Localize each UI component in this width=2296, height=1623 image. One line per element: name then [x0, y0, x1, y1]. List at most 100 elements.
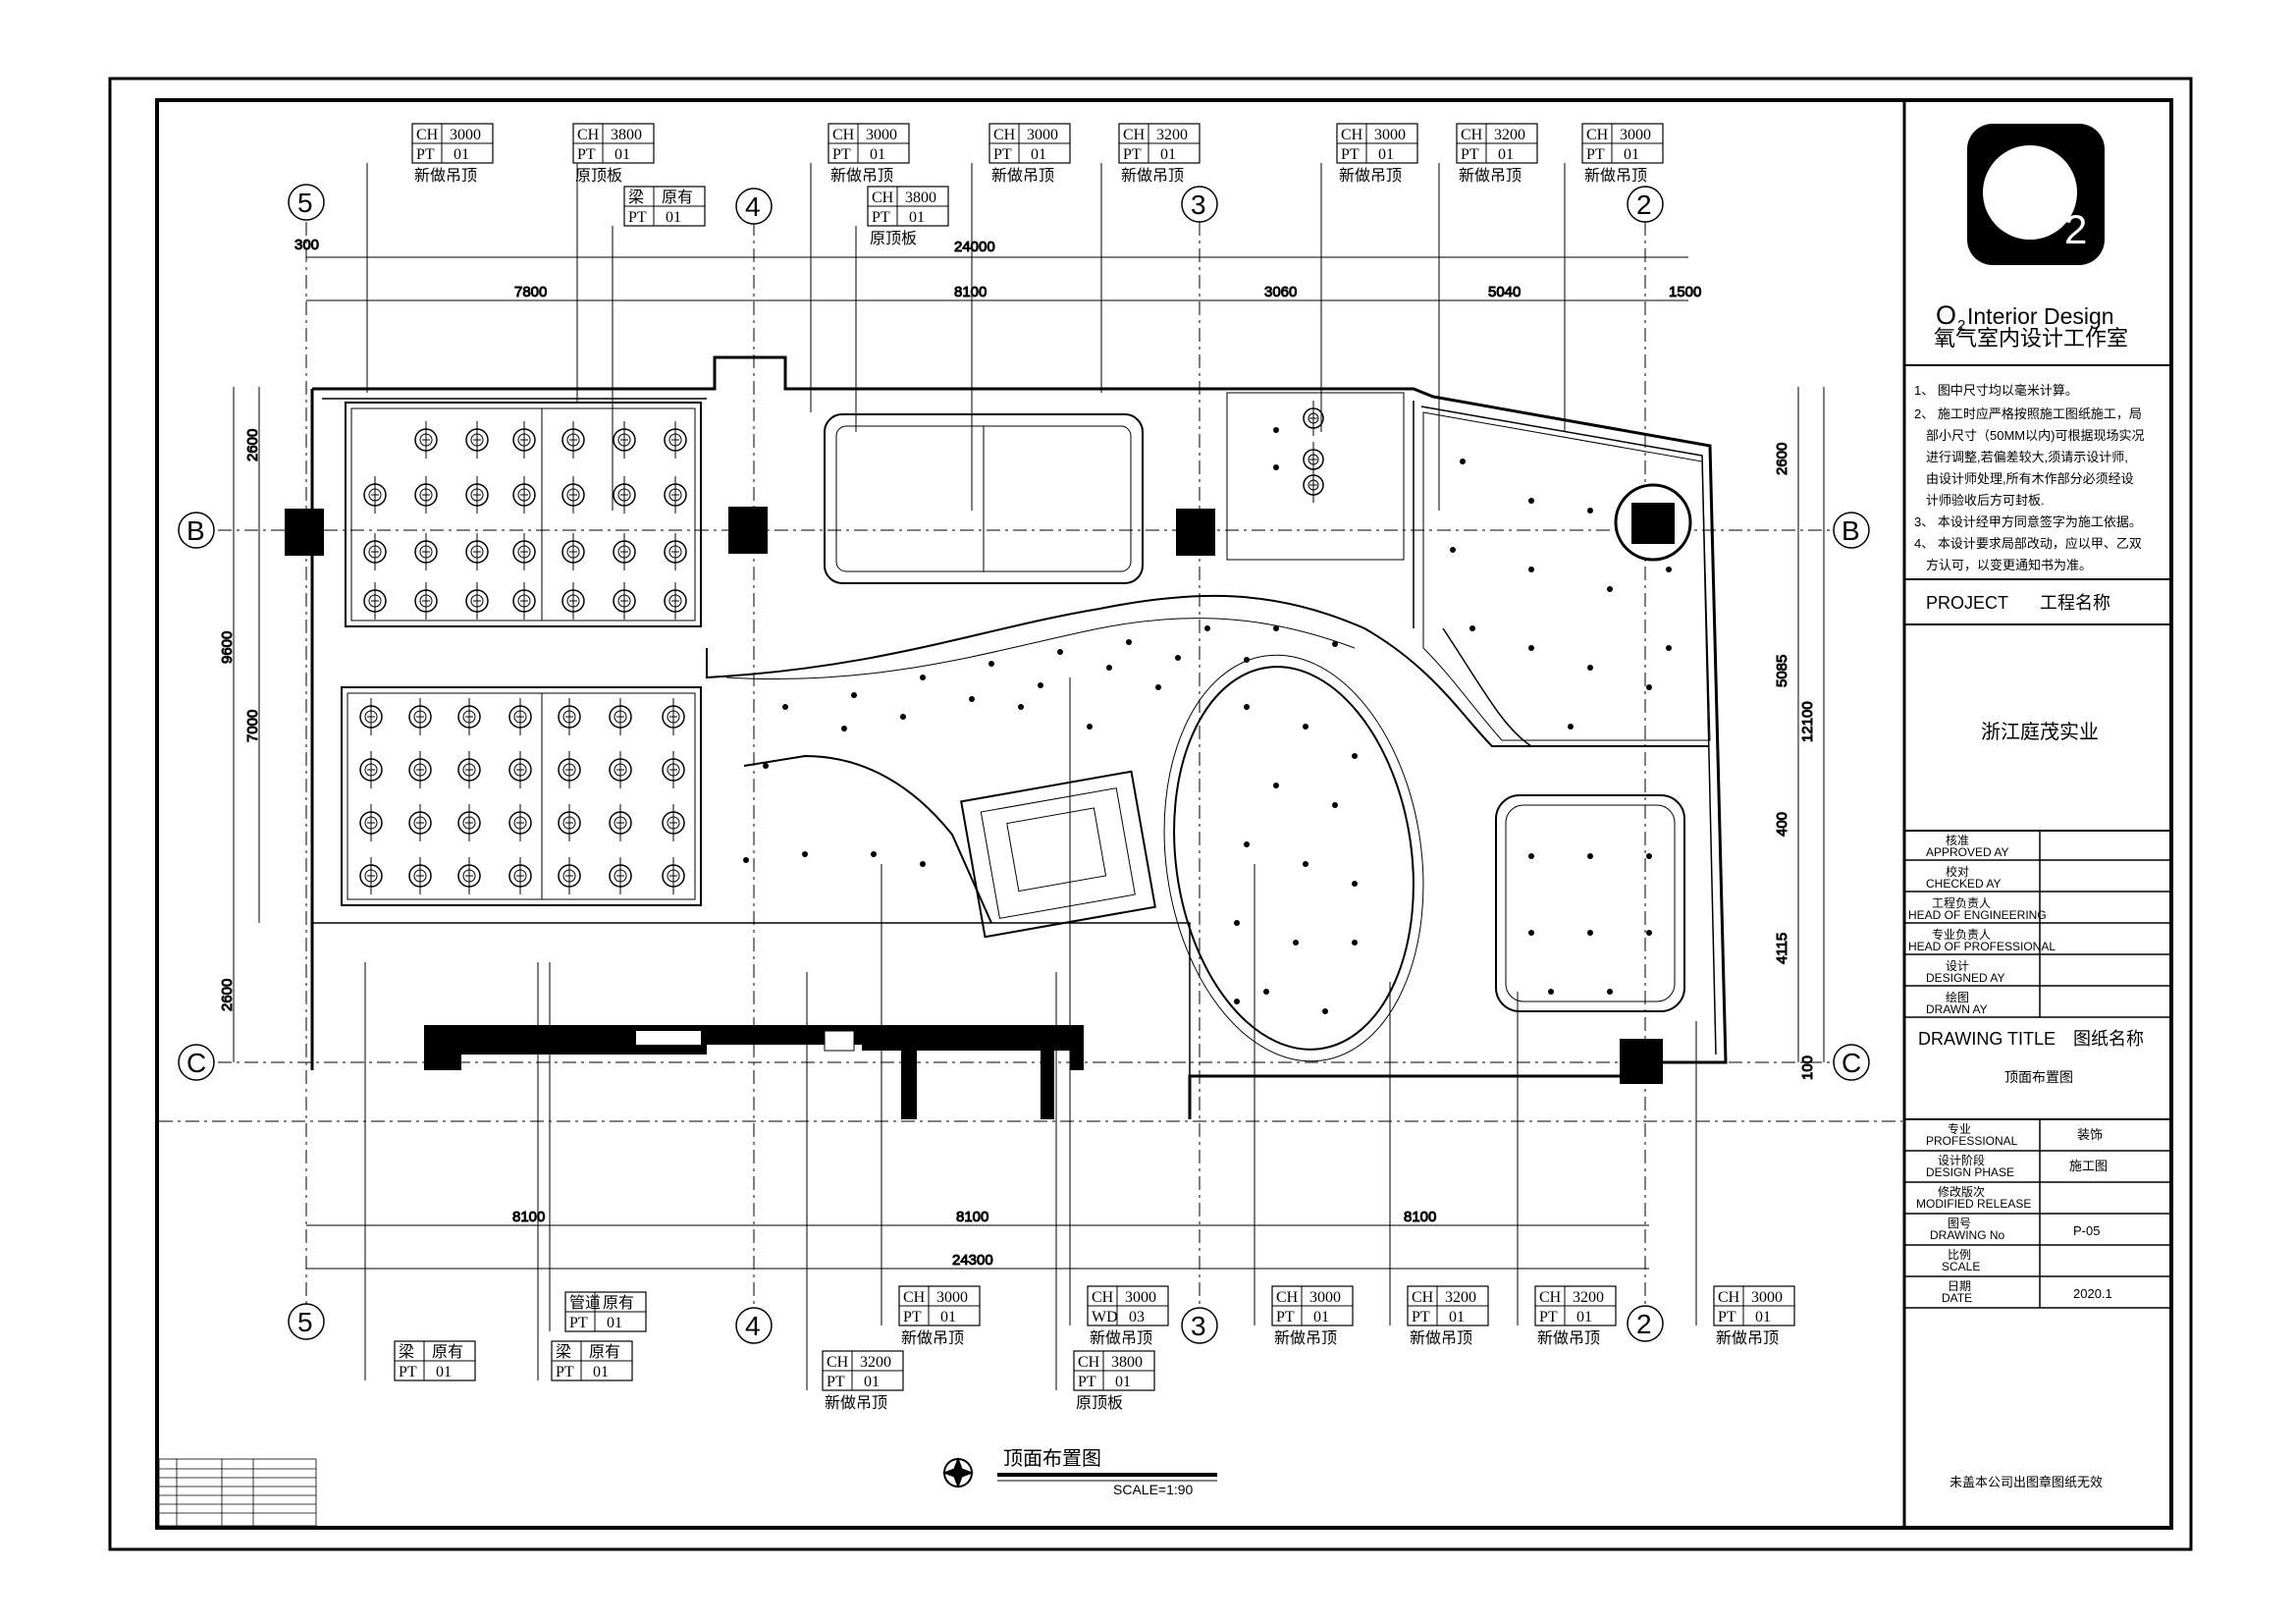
- tag-key: PT: [1586, 146, 1605, 163]
- ceiling-lamp-icon: [561, 421, 585, 459]
- tag-key: PT: [628, 209, 647, 226]
- ceiling-lamp-icon: [662, 751, 685, 788]
- downlight-icon: [1460, 459, 1466, 464]
- downlight-icon: [1273, 427, 1279, 433]
- tag-description: 新做吊顶: [1537, 1329, 1600, 1347]
- professional-cn: 专业: [1948, 1121, 1971, 1136]
- tag-value: 01: [1576, 1309, 1592, 1325]
- prof-en: HEAD OF PROFESSIONAL: [1908, 940, 2056, 953]
- downlight-icon: [743, 857, 749, 863]
- ceiling-lamp-icon: [359, 804, 383, 841]
- tag-value: 01: [870, 146, 885, 163]
- ceiling-lamp-icon: [561, 476, 585, 514]
- downlight-icon: [900, 714, 906, 720]
- downlight-icon: [1528, 498, 1534, 504]
- downlight-icon: [1234, 999, 1240, 1004]
- dim-right-4: 4115: [1774, 933, 1790, 964]
- tag-key: CH: [1078, 1354, 1100, 1371]
- downlight-icon: [988, 661, 994, 667]
- downlight-icon: [920, 861, 926, 867]
- tag-key: CH: [1539, 1289, 1562, 1306]
- ceiling-lamp-icon: [408, 751, 432, 788]
- dim-bottom-3: 8100: [1404, 1209, 1436, 1225]
- ceiling-lamp-icon: [465, 533, 489, 570]
- dim-bottom-1: 8100: [512, 1209, 545, 1225]
- drawno-value: P-05: [2073, 1223, 2100, 1238]
- ceiling-lamp-icon: [414, 582, 438, 620]
- downlight-icon: [1587, 853, 1593, 859]
- tag-key: PT: [569, 1315, 588, 1331]
- inner-frame: [155, 98, 2173, 1530]
- dim-top-5: 1500: [1669, 284, 1701, 300]
- downlight-icon: [1332, 641, 1338, 647]
- tag-key: CH: [1718, 1289, 1740, 1306]
- scale-cn: 比例: [1948, 1248, 1971, 1262]
- downlight-icon: [920, 675, 926, 680]
- grid-bubble-5-top: 5: [288, 184, 325, 221]
- tag-key: PT: [832, 146, 851, 163]
- ceiling-lamp-icon: [465, 421, 489, 459]
- ceiling-lamp-icon: [613, 476, 636, 514]
- tag-value: 3800: [1111, 1354, 1143, 1371]
- downlight-icon: [1607, 989, 1613, 995]
- tag-value: 01: [614, 146, 630, 163]
- logo-circle: [1983, 145, 2077, 240]
- tag-key: CH: [1276, 1289, 1299, 1306]
- downlight-icon: [1057, 649, 1063, 655]
- tag-description: 新做吊顶: [1090, 1329, 1152, 1347]
- downlight-icon: [1450, 547, 1456, 553]
- tag-value: 3000: [1620, 127, 1651, 143]
- downlight-icon: [1155, 684, 1161, 690]
- svg-text:4: 4: [745, 191, 761, 222]
- downlight-icon: [1273, 783, 1279, 788]
- phase-value: 施工图: [2069, 1159, 2108, 1173]
- room-meeting: [824, 413, 1144, 584]
- tag-key: 梁: [628, 189, 644, 206]
- tag-value: 3200: [860, 1354, 891, 1371]
- downlights: [743, 427, 1672, 1014]
- ceiling-lamp-icon: [457, 698, 481, 735]
- tag-key: PT: [1276, 1309, 1295, 1325]
- ceiling-lamp-icon: [664, 476, 687, 514]
- ceiling-lamp-icon: [609, 857, 632, 894]
- dim-left-total: 9600: [219, 631, 236, 664]
- downlight-icon: [1244, 704, 1250, 710]
- downlight-icon: [782, 704, 788, 710]
- ceiling-lamp-icon: [558, 698, 581, 735]
- tag-value: 01: [1031, 146, 1046, 163]
- downlight-icon: [1469, 625, 1475, 631]
- downlight-icon: [1587, 665, 1593, 671]
- ceiling-lamp-icon: [359, 751, 383, 788]
- tag-value: 01: [1115, 1374, 1131, 1390]
- tag-key: PT: [399, 1364, 417, 1380]
- drawing-title-label-cn: 图纸名称: [2073, 1029, 2144, 1049]
- project-name: 浙江庭茂实业: [1981, 721, 2099, 743]
- release-cn: 修改版次: [1938, 1184, 1985, 1199]
- tag-value: 3000: [1374, 127, 1406, 143]
- note-line: 3、 本设计经甲方同意签字为施工依据。: [1914, 514, 2142, 529]
- ceiling-lamp-icon: [613, 533, 636, 570]
- tag-key: PT: [827, 1374, 845, 1390]
- dim-bottom-2: 8100: [956, 1209, 988, 1225]
- tag-value: 01: [1160, 146, 1176, 163]
- downlight-icon: [1175, 655, 1181, 661]
- tag-description: 新做吊顶: [825, 1394, 887, 1412]
- ceiling-lamp-icon: [662, 804, 685, 841]
- downlight-icon: [1646, 684, 1652, 690]
- title-block: 2 O 2 Interior Design 氧气室内设计工作室 1、 图中尺寸均…: [1904, 124, 2171, 1489]
- svg-text:C: C: [187, 1048, 206, 1078]
- dim-left-2: 7000: [244, 710, 261, 742]
- svg-text:2: 2: [1636, 1309, 1652, 1339]
- tag-value: 3000: [450, 127, 481, 143]
- ceiling-lamp-icon: [1303, 467, 1324, 503]
- tag-value: 01: [436, 1364, 452, 1380]
- grid-bubble-4-top: 4: [735, 188, 773, 225]
- revision-legend: [158, 1458, 317, 1527]
- ceiling-lamp-icon: [609, 698, 632, 735]
- downlight-icon: [1234, 920, 1240, 926]
- downlight-icon: [763, 763, 769, 769]
